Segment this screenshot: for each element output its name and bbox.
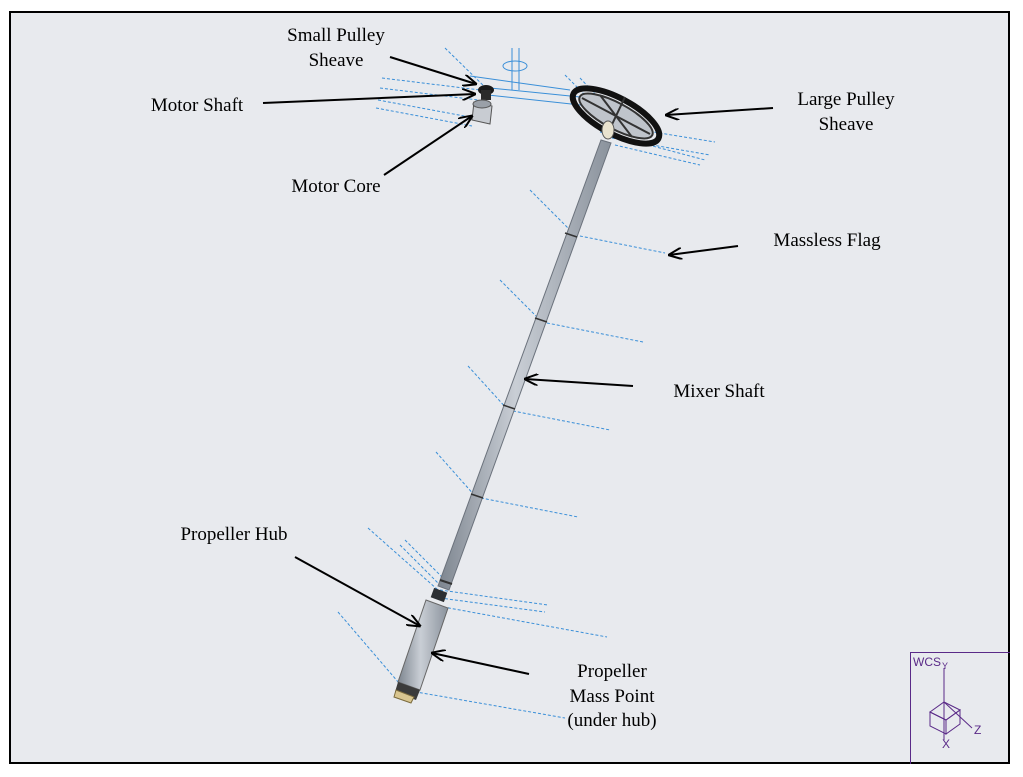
viewport-frame [9,11,1010,764]
arrow-motor-shaft [262,94,475,104]
wcs-title: WCS [913,655,941,669]
arrow-propeller-mass [432,653,530,675]
label-small-pulley-sheave: Small Pulley Sheave [272,23,400,73]
triad-axis-y: Y [942,661,949,671]
arrow-propeller-hub [294,556,420,626]
coordinate-triad [929,668,973,740]
arrow-motor-core [383,116,472,176]
arrow-large-pulley [666,107,774,115]
label-line: Large Pulley [797,89,895,110]
label-line: Sheave [818,114,874,135]
label-motor-core: Motor Core [291,176,381,197]
arrow-small-pulley [389,56,476,84]
arrow-mixer-shaft [525,379,634,387]
mixer-shaft [437,139,612,591]
label-line: Sheave [308,50,364,71]
datum-lines [337,47,716,719]
motor-assembly [471,85,494,125]
arrow-massless-flag [669,245,739,255]
label-mixer-shaft: Mixer Shaft [673,381,765,402]
label-line: Mass Point [569,685,655,707]
label-line: Small Pulley [287,25,385,46]
large-pulley [569,85,663,147]
triad-axis-x: X [942,737,951,751]
wcs-triad-box: WCS Y Z X [910,652,1010,764]
label-large-pulley-sheave: Large Pulley Sheave [782,87,910,137]
triad-axis-z: Z [974,723,982,737]
label-motor-shaft: Motor Shaft [150,95,244,116]
label-line: (under hub) [567,710,657,731]
label-propeller-mass-point: Propeller Mass Point (under hub) [548,660,676,734]
label-propeller-hub: Propeller Hub [180,524,288,545]
label-line: Propeller [577,661,647,682]
label-massless-flag: Massless Flag [773,230,881,251]
callout-arrows [262,56,774,675]
propeller-hub [393,587,449,704]
